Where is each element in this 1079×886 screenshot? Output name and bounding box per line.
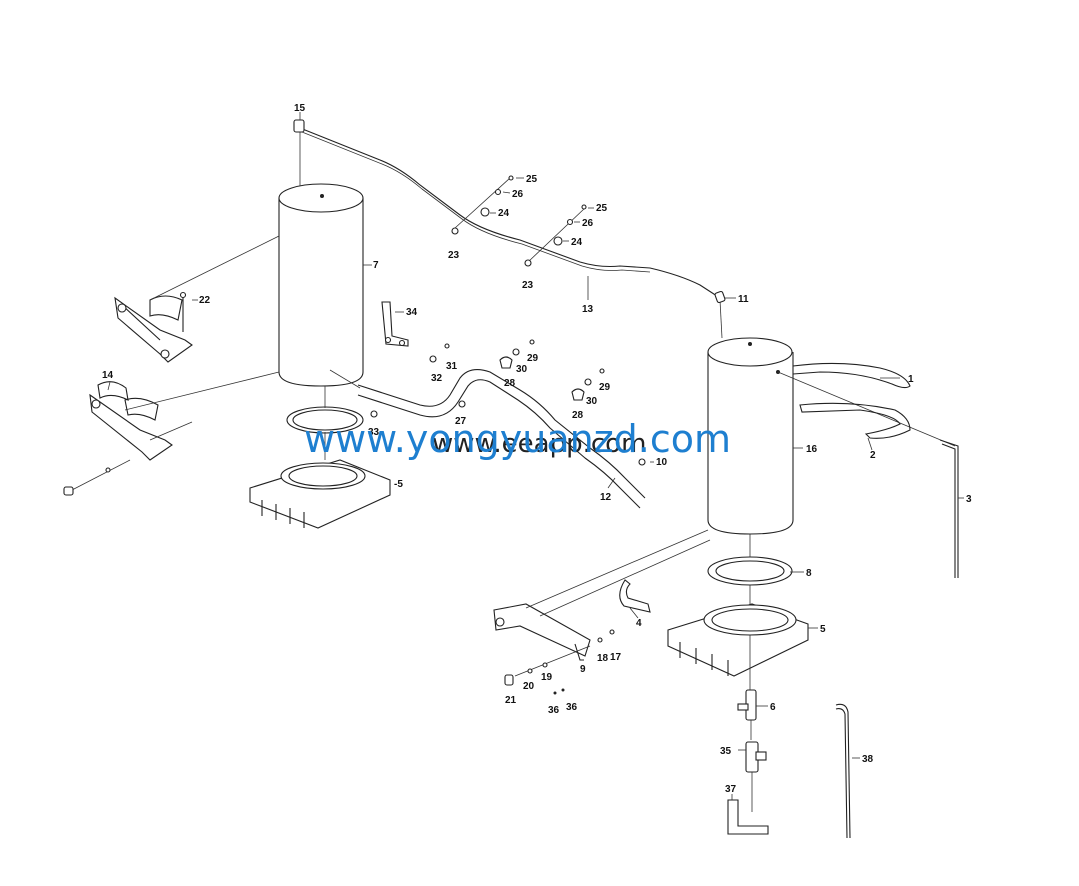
callout-3: 3: [966, 494, 972, 505]
callout-19: 19: [541, 672, 553, 683]
callout-20: 20: [523, 681, 535, 692]
callout-9: 9: [580, 664, 586, 675]
callout-22: 22: [199, 295, 211, 306]
callout-14: 14: [102, 370, 114, 381]
callout-33: 33: [368, 427, 380, 438]
fittings-center: [370, 339, 646, 466]
strap-4: [619, 579, 651, 613]
callout-6: 6: [770, 702, 776, 713]
callout-32: 32: [431, 373, 443, 384]
callout-2: 2: [870, 450, 876, 461]
callout-15: 15: [294, 103, 306, 114]
callouts: 15 7 22 14 34 -5 33 32 31 27 28 30 29 28…: [102, 103, 972, 795]
callout-36-b: 36: [566, 702, 578, 713]
tank-pad-left: [249, 459, 391, 529]
tube-12: [329, 369, 646, 509]
callout-17: 17: [610, 652, 622, 663]
callout-13: 13: [582, 304, 594, 315]
valve-branch-left: [451, 175, 514, 235]
callout-16: 16: [806, 444, 818, 455]
left-bracket-lower: [63, 371, 280, 496]
callout-36-a: 36: [548, 705, 560, 716]
tank-ring-right: [707, 534, 793, 605]
callout-4: 4: [636, 618, 642, 629]
callout-24-b: 24: [571, 237, 583, 248]
callout-28-b: 28: [572, 410, 584, 421]
tank-strap-lower: [799, 402, 911, 439]
valve-branch-right: [524, 204, 587, 267]
callout-26-a: 26: [512, 189, 524, 200]
callout-12: 12: [600, 492, 612, 503]
callout-29-b: 29: [599, 382, 611, 393]
callout-25-a: 25: [526, 174, 538, 185]
callout-8: 8: [806, 568, 812, 579]
rod-38: [835, 703, 851, 839]
callout-21: 21: [505, 695, 517, 706]
callout-37: 37: [725, 784, 737, 795]
leader-lines: [107, 112, 964, 800]
callout-10: 10: [656, 457, 668, 468]
callout-27: 27: [455, 416, 467, 427]
callout-25-b: 25: [596, 203, 608, 214]
callout-7: 7: [373, 260, 379, 271]
drain-fitting-6: [737, 689, 757, 740]
callout-29-a: 29: [527, 353, 539, 364]
drain-valve-35: [745, 741, 767, 812]
watermark-text: www.yongyuanzd.com: [304, 417, 731, 461]
callout-11: 11: [738, 294, 749, 305]
air-tank-left: [278, 130, 364, 387]
rod-3: [939, 439, 959, 578]
callout-26-b: 26: [582, 218, 594, 229]
tank-strap-upper: [777, 362, 956, 447]
callout-35: 35: [720, 746, 732, 757]
tank-pad-right: [667, 603, 809, 690]
air-line: [293, 119, 726, 339]
callout-34: 34: [406, 307, 418, 318]
bracket-37: [727, 799, 769, 835]
watermark-overlay-text: www.eeapp.com: [432, 429, 646, 459]
left-bracket-upper: [114, 235, 280, 363]
callout-30-b: 30: [586, 396, 598, 407]
air-tank-right: [707, 337, 794, 535]
callout-30-a: 30: [516, 364, 528, 375]
tank-ring-left: [286, 386, 364, 460]
callout-28-a: 28: [504, 378, 516, 389]
watermark: www.eeapp.com www.yongyuanzd.com: [304, 417, 731, 461]
callout-5-right: 5: [820, 624, 826, 635]
callout-1: 1: [908, 374, 914, 385]
callout-18: 18: [597, 653, 609, 664]
lower-bracket: [493, 529, 711, 695]
callout-31: 31: [446, 361, 458, 372]
callout-24-a: 24: [498, 208, 510, 219]
callout-38: 38: [862, 754, 874, 765]
bracket-34: [381, 301, 409, 347]
callout-23-b: 23: [522, 280, 534, 291]
callout-23-a: 23: [448, 250, 460, 261]
callout-5-left: -5: [394, 479, 403, 490]
